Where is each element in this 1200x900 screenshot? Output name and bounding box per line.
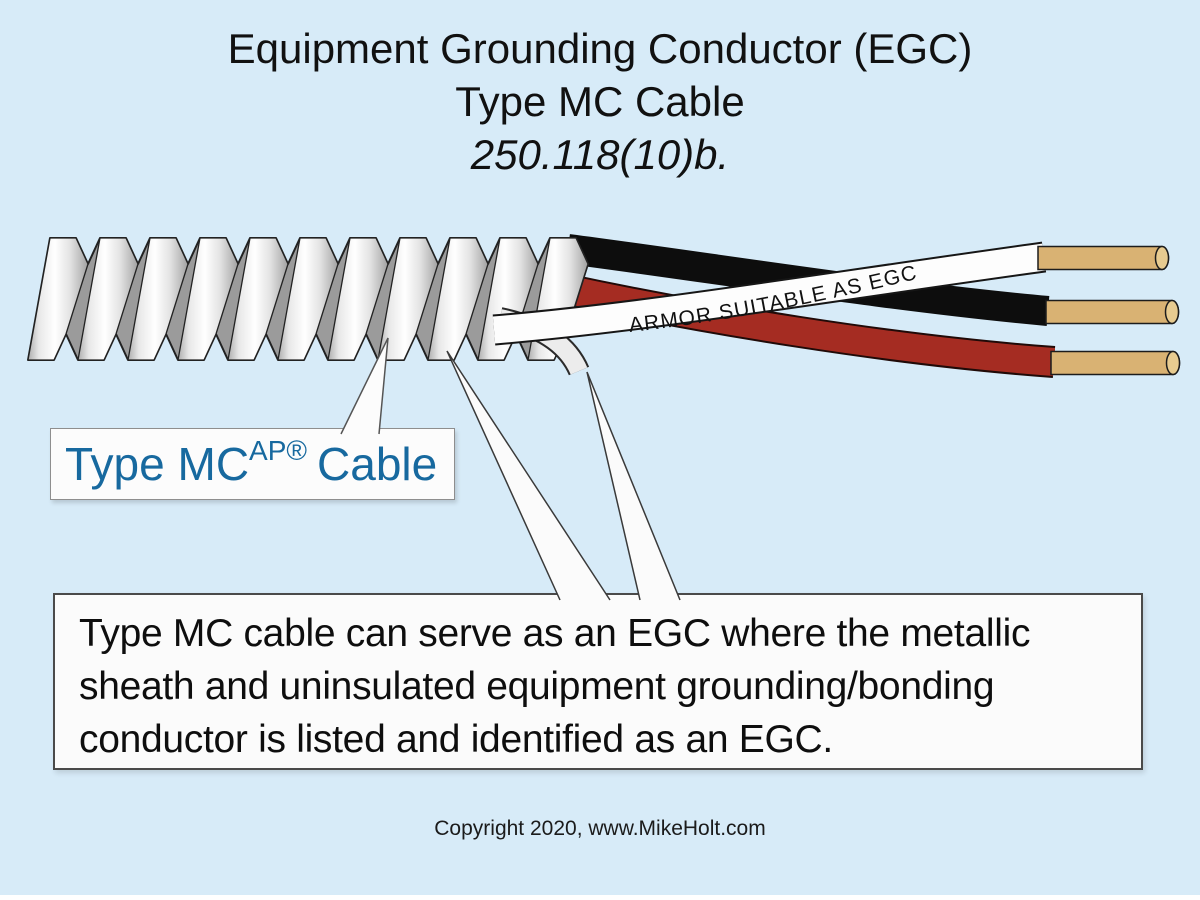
white-conductor-wire [492,243,1046,344]
title-line-2: Type MC Cable [455,78,745,125]
label-suffix: Cable [317,438,438,490]
explanation-line-3: conductor is listed and identified as an… [79,718,833,761]
copyright-text: Copyright 2020, www.MikeHolt.com [434,817,766,840]
copper-tip-red [1050,350,1181,376]
copper-tip-white [1037,245,1170,271]
explanation-line-1: Type MC cable can serve as an EGC where … [79,612,1031,655]
explanation-line-2: sheath and uninsulated equipment groundi… [79,665,995,708]
bottom-border-strip [0,895,1200,900]
label-superscript: AP® [249,435,308,466]
title-line-1: Equipment Grounding Conductor (EGC) [227,25,973,72]
title-code-reference: 250.118(10)b. [470,131,730,178]
egc-explanation-box: Type MC cable can serve as an EGC where … [53,593,1143,770]
red-conductor-wire [557,274,1056,376]
copper-tip-black [1045,299,1180,325]
label-prefix: Type MC [65,438,250,490]
page-title: Equipment Grounding Conductor (EGC) Type… [0,22,1200,181]
